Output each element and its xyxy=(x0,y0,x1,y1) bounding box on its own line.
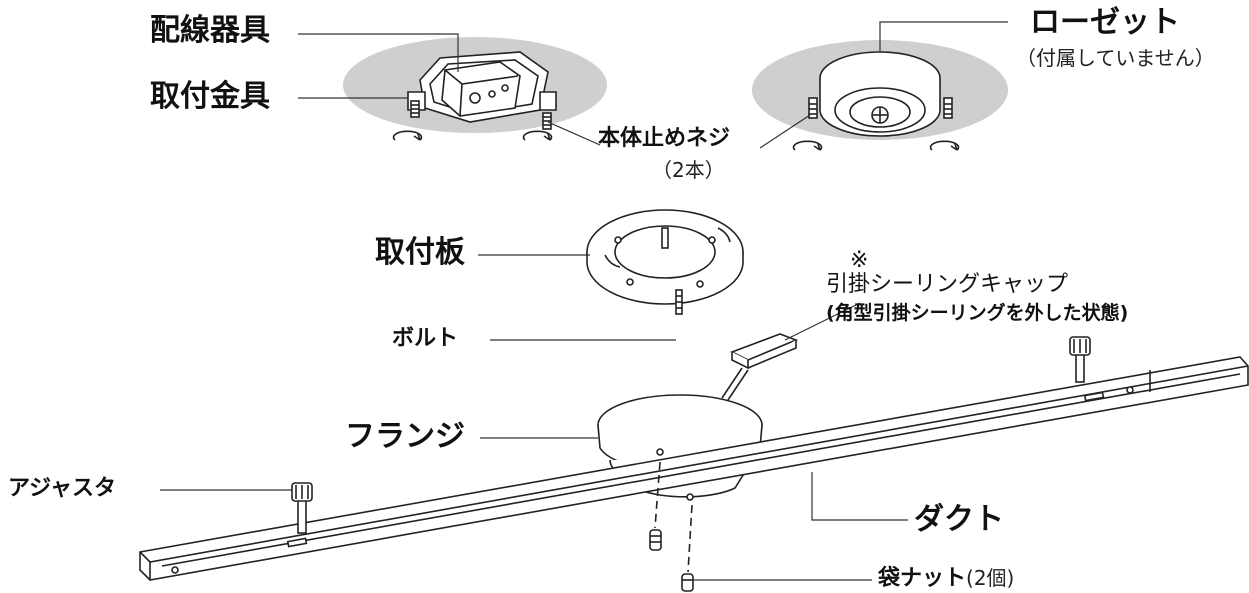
adjuster-left-shape xyxy=(291,482,313,534)
leader-lines xyxy=(160,21,1008,581)
label-cap-nut-qty: (2個) xyxy=(966,566,1015,590)
label-duct: ダクト xyxy=(914,502,1004,537)
label-cap-nut: 袋ナット(2個) xyxy=(878,568,1014,590)
label-main-screw: 本体止めネジ xyxy=(598,126,731,151)
label-bolt: ボルト xyxy=(392,326,459,351)
label-flange: フランジ xyxy=(345,419,465,454)
duct-rail xyxy=(139,356,1249,581)
label-main-screw-qty: （2本） xyxy=(652,158,725,182)
label-wiring-fixture: 配線器具 xyxy=(150,13,270,48)
label-mounting-bracket: 取付金具 xyxy=(150,79,270,114)
adjuster-right-shape xyxy=(1069,336,1091,383)
label-rosette: ローゼット xyxy=(1030,5,1180,40)
rosette-assembly xyxy=(752,40,1008,151)
cap-nuts xyxy=(649,461,694,592)
label-mounting-plate: 取付板 xyxy=(375,235,465,270)
label-adjuster: アジャスタ xyxy=(8,476,117,501)
label-rosette-note: （付属していません） xyxy=(1016,46,1215,70)
label-asterisk: ※ xyxy=(850,248,869,273)
label-ceiling-cap: 引掛シーリングキャップ xyxy=(826,272,1069,297)
ceiling-cap-shape xyxy=(721,333,799,401)
mounting-plate-shape xyxy=(586,209,744,315)
label-ceiling-cap-note: (角型引掛シーリングを外した状態) xyxy=(826,302,1129,324)
label-cap-nut-name: 袋ナット xyxy=(878,566,967,591)
wiring-fixture-assembly xyxy=(343,37,607,141)
